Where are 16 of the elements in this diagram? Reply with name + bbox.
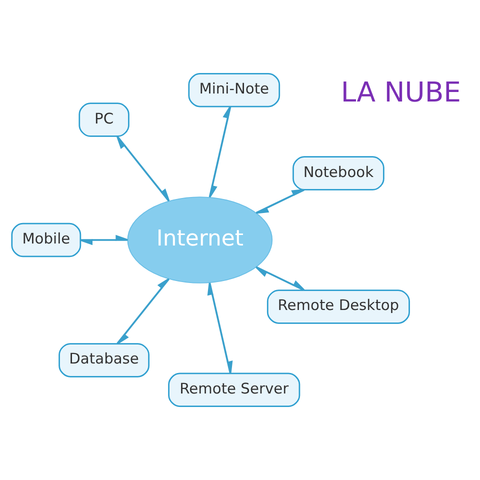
node-ellipse: Internet: [127, 196, 273, 284]
node-box: PC: [78, 102, 130, 137]
arrow: [80, 234, 128, 246]
node-box: Remote Desktop: [266, 290, 410, 324]
label: LA NUBE: [340, 78, 461, 109]
arrow: [255, 188, 305, 214]
node-box: Remote Server: [168, 372, 300, 408]
arrow: [116, 136, 170, 202]
node-box: Mobile: [11, 222, 82, 258]
node-box: Database: [58, 343, 150, 378]
arrow: [207, 282, 233, 374]
arrow: [116, 278, 170, 344]
arrow: [208, 106, 232, 198]
node-box: Mini-Note: [188, 72, 280, 108]
node-box: Notebook: [292, 156, 384, 190]
arrow: [255, 266, 305, 292]
